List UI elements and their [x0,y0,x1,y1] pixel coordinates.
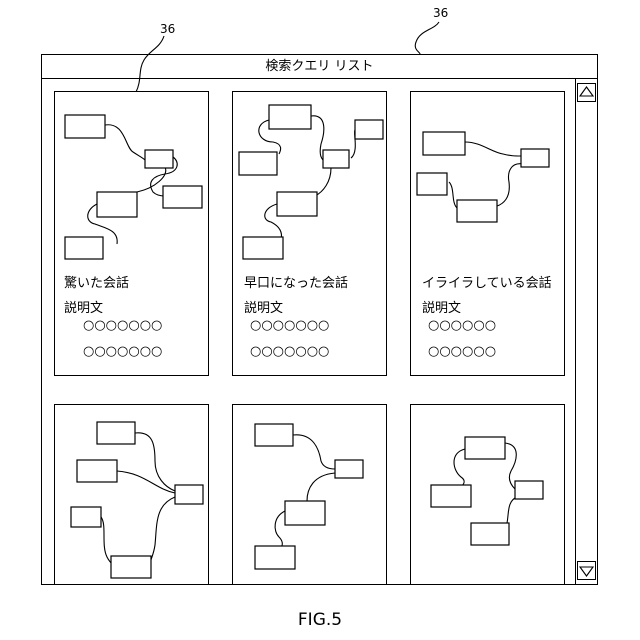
query-graph-3 [411,92,566,272]
window-title: 検索クエリ リスト [42,55,597,79]
triangle-up-icon[interactable] [577,83,596,102]
window-reference-number: 36 [433,6,448,20]
triangle-down-icon[interactable] [577,561,596,580]
card-description-line: ○○○○○○ [428,344,496,359]
query-card-2[interactable]: 早口になった会話 説明文 ○○○○○○○ ○○○○○○○ [232,91,387,376]
query-card-4[interactable] [54,404,209,585]
window-leader-line [415,22,439,54]
query-card-1[interactable]: 驚いた会話 説明文 ○○○○○○○ ○○○○○○○ [54,91,209,376]
card-description-line: ○○○○○○○ [83,344,162,359]
query-card-6[interactable] [410,404,565,585]
card-description-label: 説明文 [422,297,461,316]
card-description-line: ○○○○○○ [428,318,496,333]
card-reference-number: 36 [160,22,175,36]
card-title: 驚いた会話 [64,272,129,291]
query-graph-5 [233,405,388,586]
query-card-3[interactable]: イライラしている会話 説明文 ○○○○○○ ○○○○○○ [410,91,565,376]
card-title: イライラしている会話 [422,272,552,291]
card-title: 早口になった会話 [244,272,348,291]
card-description-label: 説明文 [244,297,283,316]
card-description-line: ○○○○○○○ [250,318,329,333]
query-card-5[interactable] [232,404,387,585]
query-graph-6 [411,405,566,586]
card-description-line: ○○○○○○○ [250,344,329,359]
query-graph-1 [55,92,210,272]
card-description-label: 説明文 [64,297,103,316]
vertical-scrollbar[interactable] [575,79,597,584]
query-graph-4 [55,405,210,586]
card-description-line: ○○○○○○○ [83,318,162,333]
figure-caption: FIG.5 [0,610,640,630]
query-graph-2 [233,92,388,272]
